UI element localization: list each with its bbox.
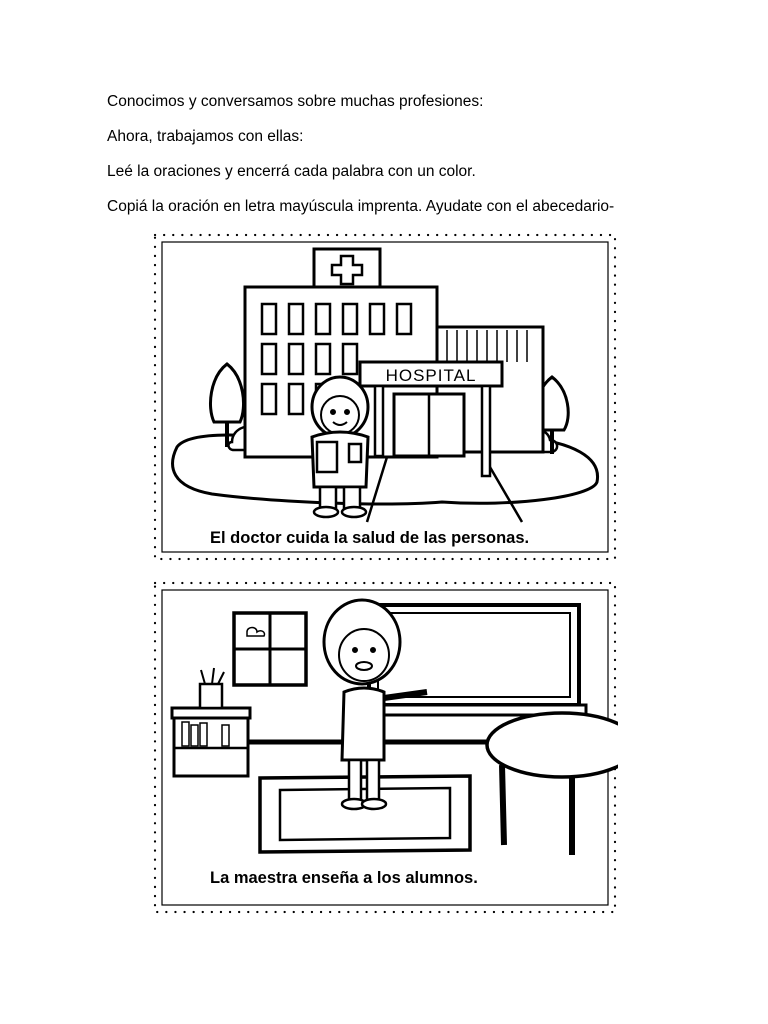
- dotted-border: [153, 581, 617, 914]
- cloud-icon: [246, 626, 266, 637]
- building-windows: [260, 302, 413, 416]
- doctor-caption: El doctor cuida la salud de las personas…: [210, 529, 530, 547]
- doctor-figure: [310, 375, 370, 519]
- doctor-card: HOSPITAL El doctor cuida la salud de las…: [152, 232, 618, 562]
- rug: [258, 774, 472, 854]
- inner-frame: [161, 241, 609, 553]
- round-table: [485, 711, 618, 779]
- teacher-card-illustration: [153, 581, 618, 914]
- teacher-card: La maestra enseña a los alumnos.: [152, 580, 618, 915]
- teacher-caption: La maestra enseña a los alumnos.: [210, 869, 478, 887]
- walkway: [365, 456, 524, 523]
- doctor-card-illustration: HOSPITAL: [153, 233, 617, 561]
- instruction-line-1: Conocimos y conversamos sobre muchas pro…: [107, 93, 484, 110]
- hospital-sign: [358, 360, 504, 388]
- instruction-line-2: Ahora, trabajamos con ellas:: [107, 128, 304, 145]
- instruction-line-3: Leé la oraciones y encerrá cada palabra …: [107, 163, 476, 180]
- instruction-line-4: Copiá la oración en letra mayúscula impr…: [107, 198, 615, 215]
- cross-icon: [330, 254, 364, 286]
- tree-left-top: [208, 362, 246, 424]
- teacher-figure: [322, 598, 428, 811]
- hospital-sign-text: HOSPITAL: [386, 366, 477, 385]
- pencil-cup: [198, 682, 224, 710]
